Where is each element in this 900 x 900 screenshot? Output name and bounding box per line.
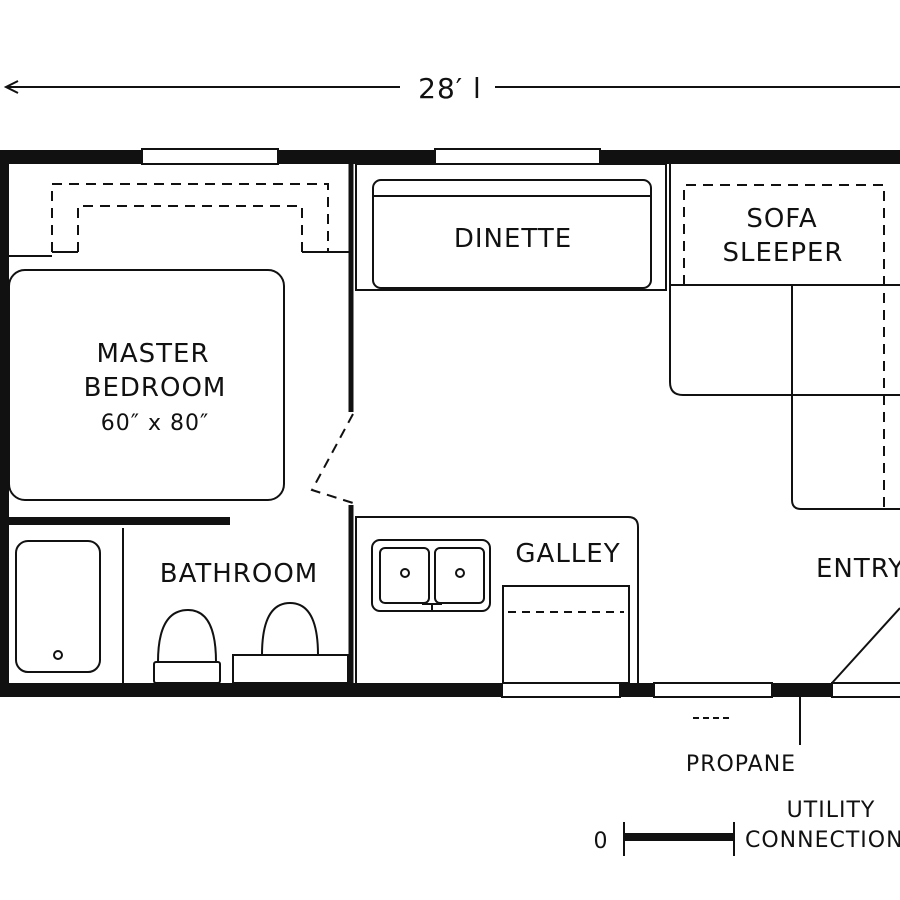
- bathroom-fixtures: [15, 540, 349, 684]
- scale-bar: 0: [594, 822, 735, 856]
- bedroom-wardrobe: [51, 183, 351, 253]
- toilet-tank: [153, 661, 221, 684]
- interior-walls: [9, 164, 354, 683]
- dinette-table: [372, 179, 652, 289]
- dinette-label: DINETTE: [454, 224, 572, 254]
- utility-label-line1: UTILITY: [787, 798, 876, 823]
- bathroom-label: BATHROOM: [160, 559, 318, 589]
- scale-bar-zero: 0: [594, 829, 609, 854]
- bathtub-drain: [53, 650, 63, 660]
- sofa-sleeper-label-line1: SOFA: [746, 204, 817, 234]
- bedroom-door-swing: [310, 413, 354, 504]
- entry-label: ENTRY: [816, 554, 900, 584]
- sink-drain-right: [455, 568, 465, 578]
- master-bedroom-label-line2: BEDROOM: [84, 373, 227, 403]
- utility-label-line2: CONNECTION: [745, 828, 900, 853]
- master-bed: [8, 269, 285, 501]
- window-bedroom: [141, 148, 279, 165]
- toilet-bowl: [156, 608, 218, 663]
- master-bedroom-label-line1: MASTER: [96, 339, 209, 369]
- callouts: [693, 697, 801, 745]
- master-bed-size: 60″ x 80″: [101, 411, 209, 436]
- entry-door-swing: [831, 607, 900, 684]
- entry-door-threshold: [831, 682, 900, 698]
- length-label: 28′ l: [418, 72, 482, 105]
- length-dimension: 28′ l: [3, 72, 900, 105]
- range-oven: [502, 585, 630, 684]
- window-dinette: [434, 148, 601, 165]
- dinette-seating: [355, 163, 667, 291]
- window-galley: [501, 682, 621, 698]
- windows: [141, 148, 900, 698]
- sofa-sleeper: [669, 164, 900, 510]
- bathtub: [15, 540, 101, 673]
- galley-label: GALLEY: [515, 539, 620, 569]
- vanity-sink: [260, 601, 320, 656]
- window-lower: [653, 682, 773, 698]
- sofa-sleeper-label-line2: SLEEPER: [722, 238, 843, 268]
- sink-drain-left: [400, 568, 410, 578]
- galley-counter: [355, 516, 639, 684]
- propane-label: PROPANE: [686, 752, 796, 777]
- vanity-counter: [232, 654, 349, 684]
